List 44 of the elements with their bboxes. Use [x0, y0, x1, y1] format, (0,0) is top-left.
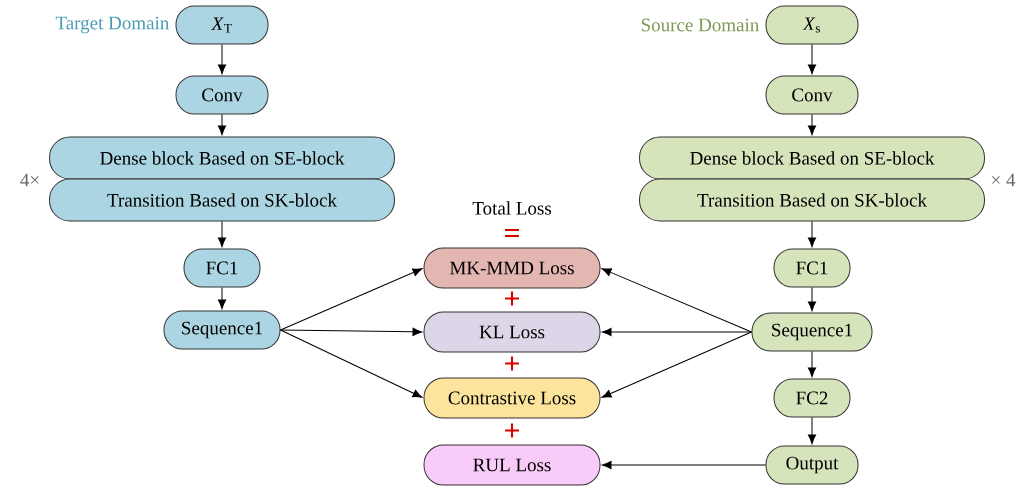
arrow	[280, 329, 423, 398]
process-box: Contrastive Loss	[423, 377, 601, 419]
process-box: X$_{s}$	[765, 5, 859, 45]
arrow	[807, 351, 817, 378]
arrow	[601, 460, 766, 470]
process-box: Dense block Based on SE-block	[49, 136, 395, 180]
arrow	[601, 268, 752, 333]
multiplier-label: × 4	[992, 173, 1016, 187]
process-box: Transition Based on SK-block	[639, 178, 985, 222]
domain-label: Source Domain	[641, 18, 759, 32]
process-box: Conv	[175, 75, 269, 115]
arrow	[807, 287, 817, 312]
process-box: Transition Based on SK-block	[49, 178, 395, 222]
process-box: Sequence1	[163, 310, 281, 350]
process-box: X$_{T}$	[175, 5, 269, 45]
arrow	[807, 417, 817, 445]
arrow	[217, 221, 227, 248]
multiplier-label: 4×	[20, 173, 39, 187]
process-box: Conv	[765, 75, 859, 115]
arrow	[280, 268, 423, 331]
process-box: Sequence1	[751, 312, 873, 352]
arrow	[217, 114, 227, 136]
arrow	[807, 221, 817, 248]
domain-label: Target Domain	[55, 16, 170, 34]
process-box: Dense block Based on SE-block	[639, 136, 985, 180]
plus-sign: +	[505, 423, 519, 438]
arrow	[601, 327, 752, 337]
arrow	[217, 44, 227, 75]
arrow	[807, 114, 817, 136]
equals-sign: =	[504, 229, 519, 238]
arrow	[217, 287, 227, 310]
process-box: RUL Loss	[423, 444, 601, 486]
process-box: FC1	[183, 248, 261, 288]
arrow	[807, 44, 817, 75]
process-box: FC2	[773, 378, 851, 418]
total-loss-label: Total Loss	[472, 201, 552, 215]
process-box: Output	[765, 445, 859, 485]
process-box: MK-MMD Loss	[423, 247, 601, 289]
arrow	[601, 331, 752, 398]
process-box: KL Loss	[423, 311, 601, 353]
plus-sign: +	[505, 356, 519, 371]
process-box: FC1	[773, 248, 851, 288]
plus-sign: +	[505, 291, 519, 306]
arrow	[280, 327, 423, 336]
